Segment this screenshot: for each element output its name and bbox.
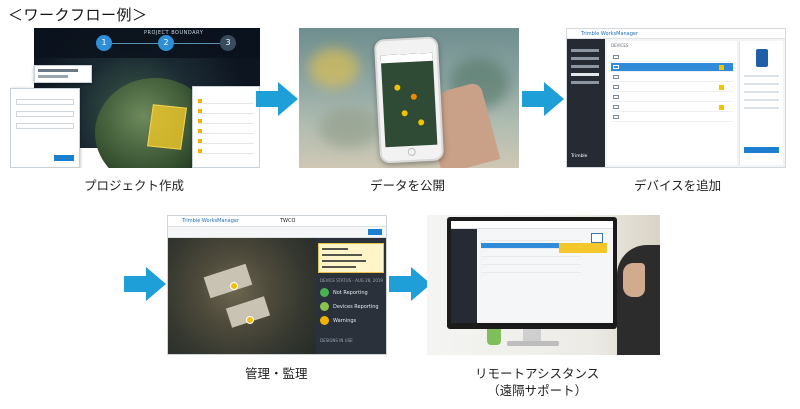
site-map[interactable]	[168, 238, 316, 354]
arrow-2-to-3	[522, 82, 564, 116]
project-timezone-field[interactable]	[16, 123, 74, 129]
app-logo: Trimble WorksManager	[182, 218, 240, 224]
section-title: DEVICES	[611, 43, 629, 48]
sidebar-item[interactable]	[571, 49, 599, 52]
smartphone	[373, 36, 445, 164]
arrow-3-to-4	[124, 267, 166, 301]
project-selector[interactable]: TWCO	[280, 218, 296, 224]
step2-caption: データを公開	[370, 178, 446, 193]
step3-caption: デバイスを追加	[634, 178, 722, 193]
sidebar-item[interactable]	[571, 57, 599, 60]
arrow-4-to-5	[389, 267, 431, 301]
monitoring-screenshot: Trimble WorksManager TWCO DEVICE STATUS …	[167, 215, 387, 355]
device-detail-panel	[739, 41, 783, 165]
app-logo: Trimble WorksManager	[581, 31, 639, 37]
sidebar-item[interactable]	[571, 81, 599, 84]
table-row[interactable]	[611, 113, 733, 122]
status-dot	[320, 302, 329, 311]
phone-map-screen[interactable]	[380, 52, 438, 148]
boundary-list-card[interactable]	[192, 86, 260, 168]
device-pin[interactable]	[246, 316, 254, 324]
project-location-field[interactable]	[16, 111, 74, 117]
add-device-screenshot: Trimble WorksManager Trimble DEVICES	[566, 28, 786, 168]
tea-cup	[487, 329, 501, 345]
brand-logo: Trimble	[571, 154, 588, 159]
project-boundary-title: PROJECT BOUNDARY	[144, 30, 204, 36]
device-status-title: DEVICE STATUS - AUG 28, 2019	[320, 278, 383, 283]
sidebar-item-devices[interactable]	[571, 73, 599, 76]
device-pin[interactable]	[230, 282, 238, 290]
publish-data-photo	[299, 28, 519, 168]
save-button[interactable]	[744, 147, 779, 153]
step5-caption-line2: （遠隔サポート）	[487, 383, 588, 398]
device-icon	[756, 49, 768, 67]
sidebar: Trimble	[567, 39, 605, 167]
step1-caption: プロジェクト作成	[84, 178, 185, 193]
table-row[interactable]	[611, 93, 733, 102]
step4-caption: 管理・監理	[245, 366, 308, 381]
app-header: Trimble WorksManager	[567, 29, 785, 39]
device-popup[interactable]	[318, 243, 384, 273]
project-name-field[interactable]	[16, 99, 74, 105]
stepper-step-1[interactable]: 1	[96, 35, 112, 51]
step5-caption: リモートアシスタンス （遠隔サポート）	[475, 365, 599, 399]
device-list: DEVICES	[607, 41, 737, 165]
project-form-card[interactable]	[10, 88, 80, 168]
table-row[interactable]	[611, 73, 733, 82]
status-dot	[320, 288, 329, 297]
stepper-step-2[interactable]: 2	[158, 35, 174, 51]
table-row[interactable]	[611, 83, 733, 92]
workflow-heading: ＜ワークフロー例＞	[8, 6, 148, 24]
stepper-step-3[interactable]: 3	[220, 35, 236, 51]
table-row-selected[interactable]	[611, 63, 733, 72]
location-search-card[interactable]	[34, 65, 92, 83]
project-creation-screenshot: PROJECT BOUNDARY 1 2 3	[10, 28, 260, 168]
step5-caption-line1: リモートアシスタンス	[475, 366, 600, 381]
app-header: Trimble WorksManager TWCO	[168, 216, 386, 227]
table-row[interactable]	[611, 53, 733, 62]
person	[617, 245, 660, 355]
table-row[interactable]	[611, 103, 733, 112]
site-boundary-polygon[interactable]	[147, 104, 187, 150]
desktop-monitor	[447, 217, 617, 329]
project-boundary-header: PROJECT BOUNDARY 1 2 3	[34, 28, 260, 58]
designs-title: DESIGNS IN USE	[320, 338, 353, 343]
status-dot	[320, 316, 329, 325]
arrow-1-to-2	[256, 82, 298, 116]
wizard-stepper: 1 2 3	[96, 35, 236, 51]
toolbar	[168, 227, 386, 238]
sidebar-item[interactable]	[571, 65, 599, 68]
remote-assistance-photo	[427, 215, 660, 355]
home-button[interactable]	[407, 147, 416, 157]
monitor-screen	[451, 221, 613, 323]
add-button[interactable]	[368, 229, 382, 235]
next-button[interactable]	[54, 155, 74, 161]
